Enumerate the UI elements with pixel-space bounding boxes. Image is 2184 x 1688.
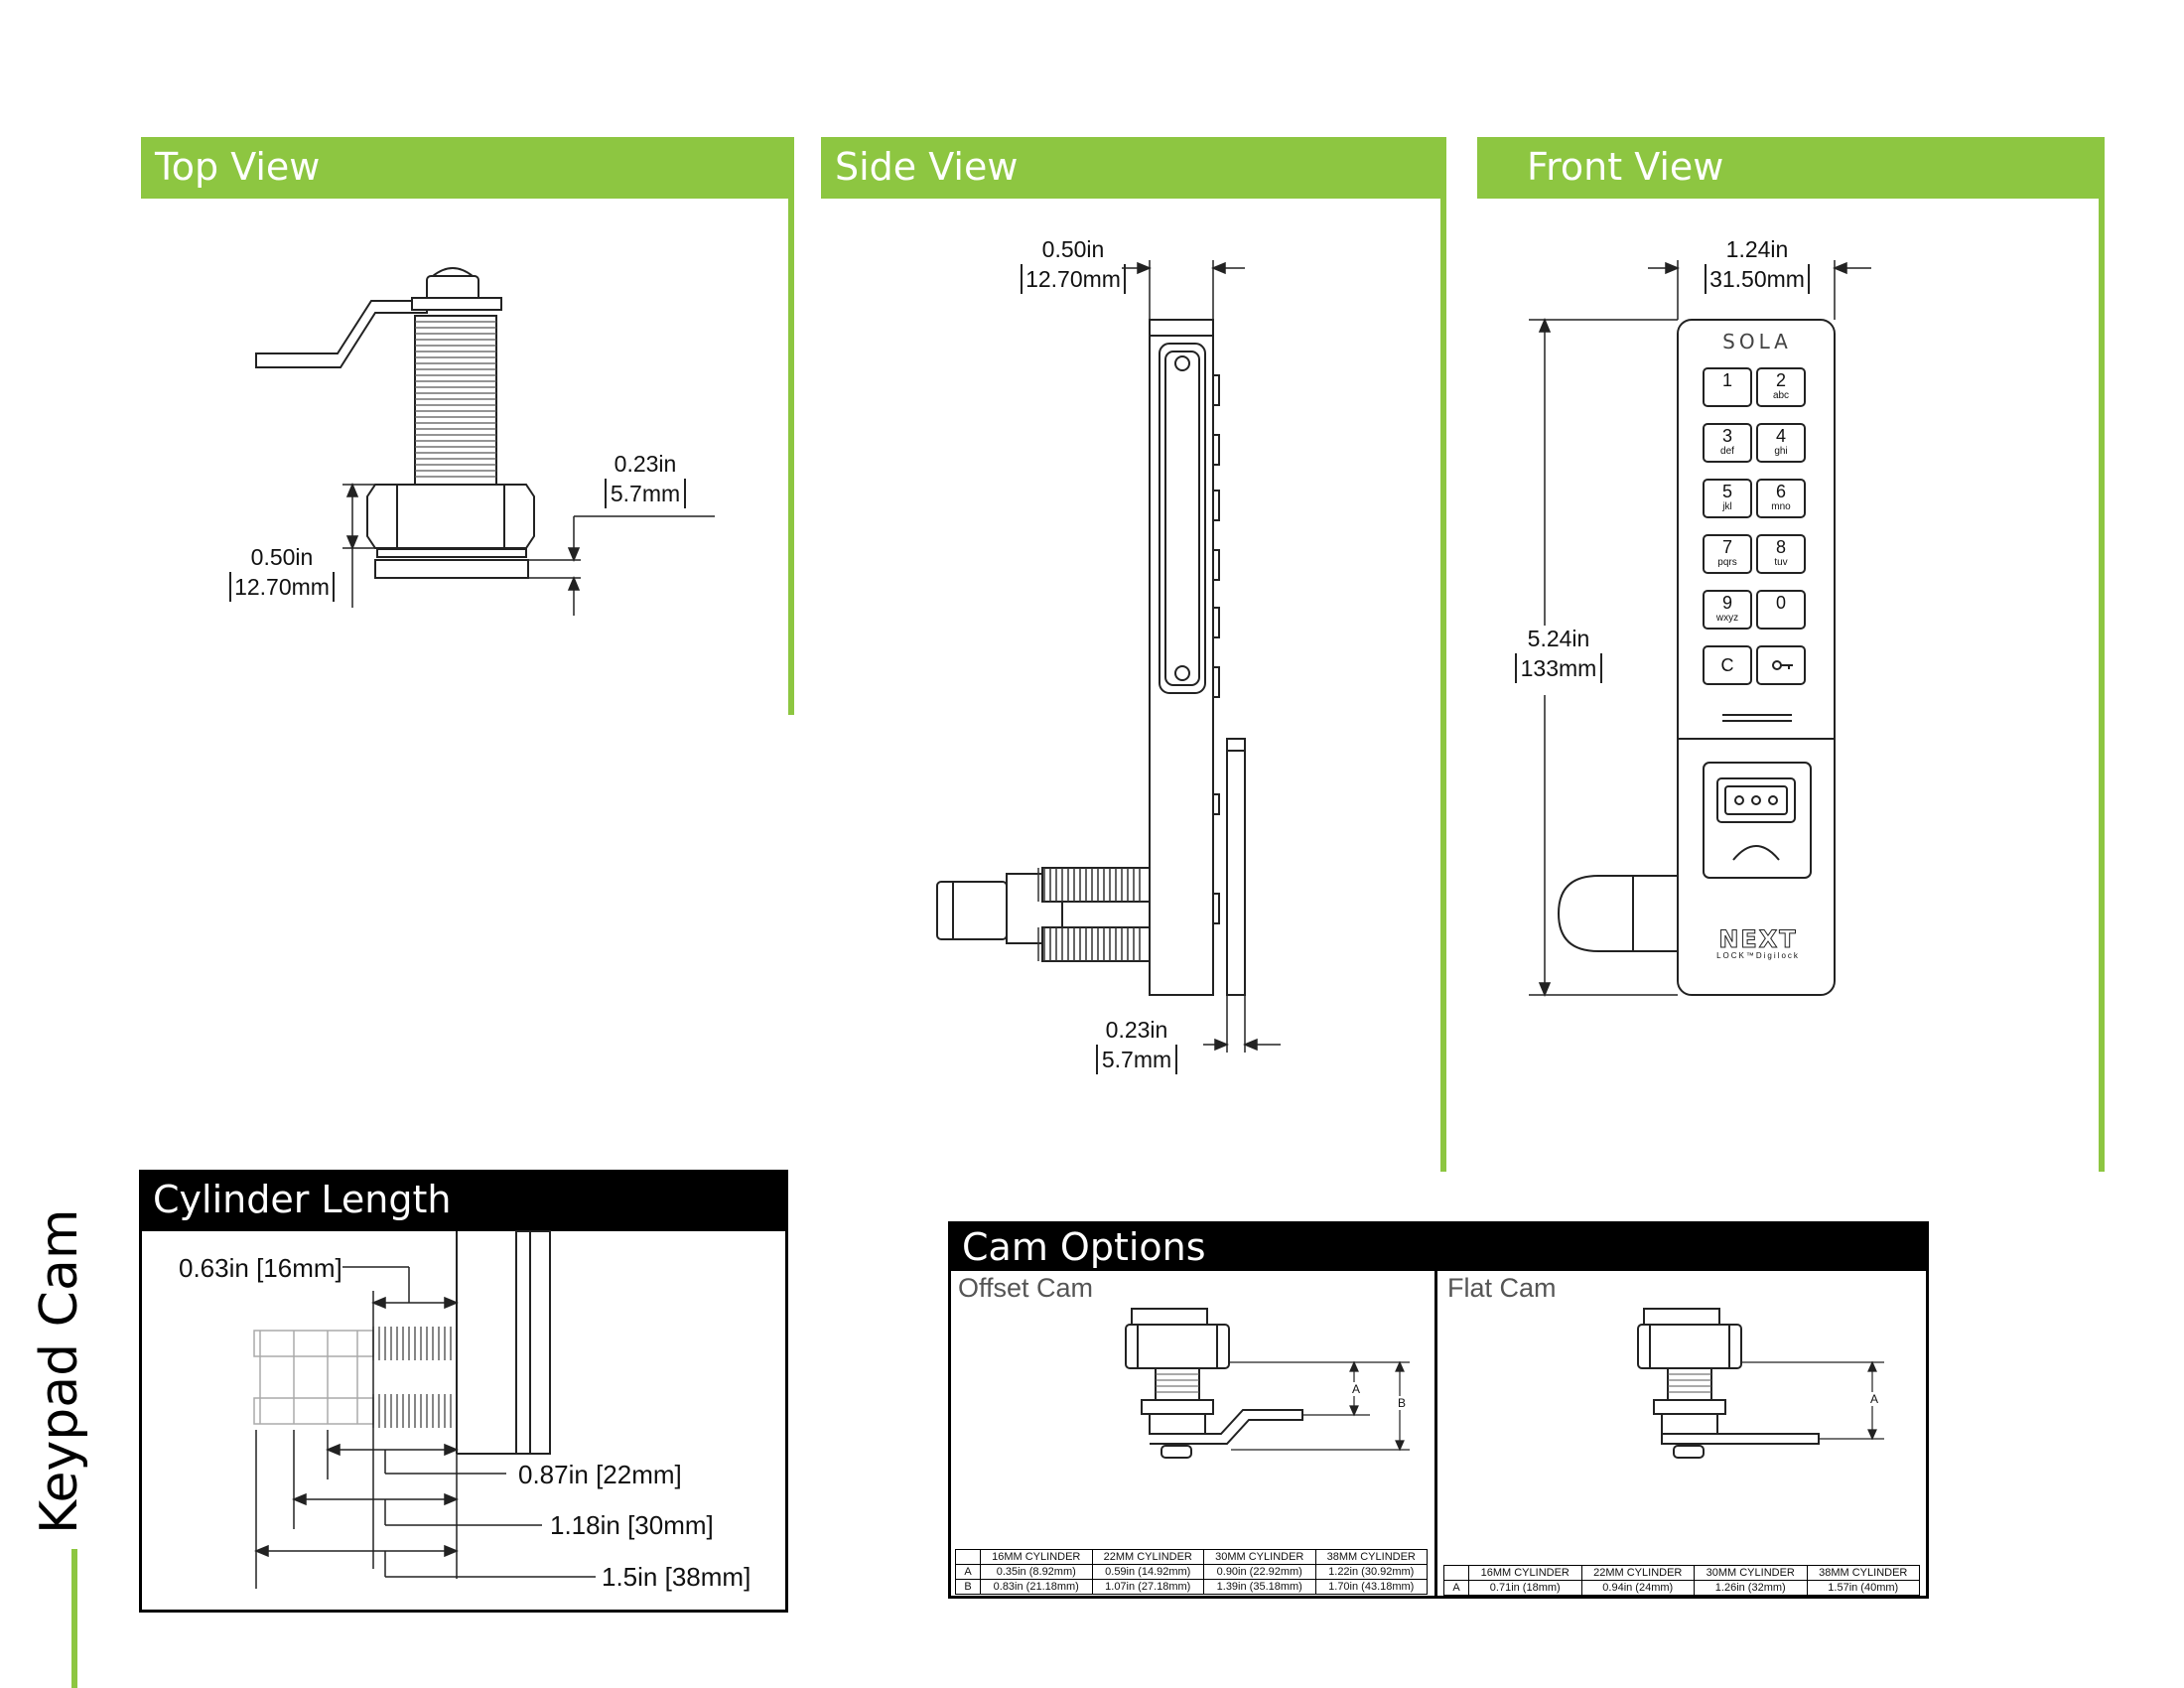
front-view-border — [2099, 199, 2105, 1172]
offset-cell: 0.35in (8.92mm) — [980, 1564, 1093, 1580]
cylinder-length-header: Cylinder Length — [139, 1170, 788, 1231]
offset-row-label: B — [955, 1579, 981, 1595]
top-dim-b-mm: 12.70mm — [229, 572, 335, 602]
side-title-line — [71, 1549, 77, 1688]
front-dim-w-in: 1.24in — [1725, 236, 1789, 262]
cam-options-box — [948, 1221, 1929, 1599]
offset-cam-label: Offset Cam — [958, 1273, 1094, 1303]
offset-cell: 1.22in (30.92mm) — [1314, 1564, 1428, 1580]
offset-cam-table: 16MM CYLINDER 22MM CYLINDER 30MM CYLINDE… — [955, 1549, 1428, 1595]
offset-cell: 1.70in (43.18mm) — [1314, 1579, 1428, 1595]
offset-cell: 1.39in (35.18mm) — [1203, 1579, 1316, 1595]
keypad-key-1[interactable]: 1 — [1703, 367, 1752, 407]
cylinder-dim-16mm: 0.63in [16mm] — [179, 1253, 342, 1283]
top-dim-a-in: 0.23in — [614, 451, 677, 477]
side-view-border — [1440, 199, 1446, 1172]
side-view-dim-b: 0.23in 5.7mm — [1082, 1015, 1191, 1074]
cam-divider — [1434, 1271, 1437, 1599]
top-view-border — [788, 199, 794, 715]
flat-cam-label: Flat Cam — [1447, 1273, 1557, 1303]
flat-cell: 0.71in (18mm) — [1468, 1580, 1582, 1596]
side-dim-a-mm: 12.70mm — [1021, 264, 1126, 294]
front-view-header: Front View — [1477, 137, 2105, 199]
flat-table-header: 16MM CYLINDER — [1468, 1565, 1582, 1581]
top-dim-b-in: 0.50in — [250, 544, 314, 570]
front-dim-h-mm: 133mm — [1514, 653, 1603, 683]
keypad-key-key[interactable] — [1756, 645, 1806, 685]
flat-label-a: A — [1870, 1392, 1879, 1406]
offset-table-header: 30MM CYLINDER — [1203, 1549, 1316, 1565]
offset-cell: 0.59in (14.92mm) — [1091, 1564, 1204, 1580]
brand-logo: SOLA — [1722, 330, 1792, 353]
top-dim-a-mm: 5.7mm — [604, 479, 687, 508]
flat-table-header: 38MM CYLINDER — [1806, 1565, 1920, 1581]
flat-table-header: 22MM CYLINDER — [1580, 1565, 1695, 1581]
front-view-dim-height: 5.24in 133mm — [1509, 624, 1608, 683]
cam-options-header: Cam Options — [948, 1221, 1929, 1271]
side-view-dim-a: 0.50in 12.70mm — [1019, 234, 1128, 294]
top-view-dim-b: 0.50in 12.70mm — [224, 542, 340, 602]
flat-cell: 1.26in (32mm) — [1694, 1580, 1808, 1596]
table-row: A 0.35in (8.92mm) 0.59in (14.92mm) 0.90i… — [955, 1564, 1428, 1580]
offset-cell: 0.90in (22.92mm) — [1203, 1564, 1316, 1580]
top-view-header: Top View — [141, 137, 794, 199]
table-row: B 0.83in (21.18mm) 1.07in (27.18mm) 1.39… — [955, 1579, 1428, 1595]
offset-label-b: B — [1398, 1396, 1407, 1410]
offset-row-label: A — [955, 1564, 981, 1580]
offset-table-header: 22MM CYLINDER — [1091, 1549, 1204, 1565]
front-view-dim-width: 1.24in 31.50mm — [1698, 234, 1817, 294]
side-view-header: Side View — [821, 137, 1446, 199]
front-dim-w-mm: 31.50mm — [1705, 264, 1810, 294]
cylinder-dim-38mm: 1.5in [38mm] — [602, 1562, 751, 1592]
flat-table-header: 30MM CYLINDER — [1694, 1565, 1808, 1581]
offset-table-header: 38MM CYLINDER — [1314, 1549, 1428, 1565]
offset-cell: 0.83in (21.18mm) — [980, 1579, 1093, 1595]
flat-cell: 1.57in (40mm) — [1806, 1580, 1920, 1596]
offset-label-a: A — [1352, 1382, 1361, 1396]
flat-cam-table: 16MM CYLINDER 22MM CYLINDER 30MM CYLINDE… — [1443, 1565, 1920, 1596]
flat-cell: 0.94in (24mm) — [1580, 1580, 1695, 1596]
offset-table-corner — [955, 1549, 981, 1565]
cylinder-dim-30mm: 1.18in [30mm] — [550, 1510, 714, 1540]
table-row: A 0.71in (18mm) 0.94in (24mm) 1.26in (32… — [1443, 1580, 1920, 1596]
side-dim-b-mm: 5.7mm — [1095, 1045, 1178, 1074]
keypad-key-0[interactable]: 0 — [1756, 590, 1806, 630]
flat-table-corner — [1443, 1565, 1469, 1581]
keypad-key-clear[interactable]: C — [1703, 645, 1752, 685]
flat-row-label: A — [1443, 1580, 1469, 1596]
top-view-dim-a: 0.23in 5.7mm — [596, 449, 695, 508]
offset-table-header: 16MM CYLINDER — [980, 1549, 1093, 1565]
cylinder-length-box — [139, 1170, 788, 1613]
key-icon — [1772, 660, 1793, 670]
side-dim-a-in: 0.50in — [1041, 236, 1105, 262]
side-dim-b-in: 0.23in — [1105, 1017, 1168, 1043]
next-logo: NEXT LOCK™Digilock — [1716, 925, 1800, 961]
front-dim-h-in: 5.24in — [1527, 626, 1590, 651]
offset-cell: 1.07in (27.18mm) — [1091, 1579, 1204, 1595]
cylinder-dim-22mm: 0.87in [22mm] — [518, 1460, 682, 1489]
